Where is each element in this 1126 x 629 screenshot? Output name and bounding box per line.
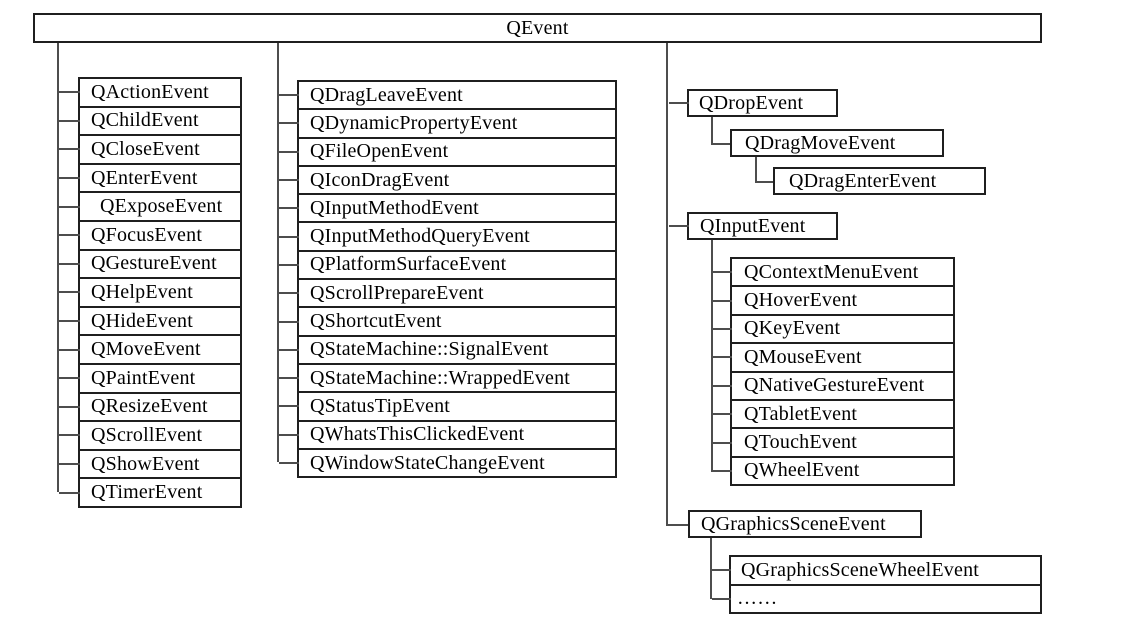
class-node: QWheelEvent <box>713 457 955 487</box>
class-node: QIconDragEvent <box>279 166 617 196</box>
node-qdragenterevent: QDragEnterEvent <box>773 167 986 195</box>
connector-trunk-left <box>57 43 59 492</box>
class-node: QMouseEvent <box>713 344 955 373</box>
qgraphicssceneevent-children-column: QGraphicsSceneWheelEvent …… <box>712 555 1042 614</box>
class-node: QGraphicsSceneWheelEvent <box>712 557 1042 586</box>
connector-trunk-middle <box>277 43 279 462</box>
connector-qgraphicsscene-children <box>710 537 712 599</box>
class-node: QMoveEvent <box>59 336 242 365</box>
class-node: QHelpEvent <box>59 279 242 308</box>
class-node: QTouchEvent <box>713 429 955 458</box>
class-node: QPaintEvent <box>59 364 242 394</box>
class-node: QScrollPrepareEvent <box>279 280 617 309</box>
class-node: QDragLeaveEvent <box>279 82 617 111</box>
class-node: QScrollEvent <box>59 422 242 451</box>
node-qdropevent: QDropEvent <box>669 89 838 117</box>
node-qdragmoveevent: QDragMoveEvent <box>730 129 944 157</box>
class-node: QInputMethodQueryEvent <box>279 223 617 252</box>
class-node: QCloseEvent <box>59 136 242 165</box>
class-node: QEnterEvent <box>59 164 242 194</box>
class-node: QStateMachine::WrappedEvent <box>279 364 617 394</box>
class-node-ellipsis: …… <box>712 585 1042 614</box>
class-node: QShortcutEvent <box>279 308 617 337</box>
class-node: QNativeGestureEvent <box>713 372 955 401</box>
class-node: QStatusTipEvent <box>279 393 617 422</box>
class-node: QResizeEvent <box>59 393 242 423</box>
class-node: QInputMethodEvent <box>279 195 617 224</box>
middle-class-column: QDragLeaveEvent QDynamicPropertyEvent QF… <box>279 80 617 479</box>
connector-qinputevent-children <box>711 238 713 472</box>
class-node: QDynamicPropertyEvent <box>279 110 617 139</box>
class-node: QTabletEvent <box>713 400 955 430</box>
class-node: QStateMachine::SignalEvent <box>279 336 617 365</box>
class-node: QContextMenuEvent <box>713 259 955 288</box>
class-node: QWindowStateChangeEvent <box>279 449 617 479</box>
class-node: QTimerEvent <box>59 479 242 508</box>
class-node: QHoverEvent <box>713 287 955 316</box>
node-qevent: QEvent <box>33 13 1042 43</box>
class-node: QWhatsThisClickedEvent <box>279 421 617 450</box>
connector-qdropevent-to-qdragmoveevent <box>711 115 730 145</box>
qinputevent-children-column: QContextMenuEvent QHoverEvent QKeyEvent … <box>713 257 955 487</box>
class-node: QChildEvent <box>59 107 242 137</box>
class-node: QFileOpenEvent <box>279 138 617 167</box>
class-node: QExposeEvent <box>59 193 242 222</box>
class-node: QHideEvent <box>59 307 242 337</box>
class-node: QGestureEvent <box>59 250 242 280</box>
connector-trunk-right <box>666 43 688 526</box>
class-node: QFocusEvent <box>59 221 242 251</box>
class-node: QPlatformSurfaceEvent <box>279 251 617 281</box>
class-node: QKeyEvent <box>713 315 955 345</box>
node-qinputevent: QInputEvent <box>669 212 838 240</box>
class-node: QActionEvent <box>59 79 242 108</box>
node-qgraphicssceneevent: QGraphicsSceneEvent <box>688 510 922 538</box>
connector-qdragmoveevent-to-qdragenterevent <box>755 155 773 183</box>
class-node: QShowEvent <box>59 450 242 480</box>
left-class-column: QActionEvent QChildEvent QCloseEvent QEn… <box>59 77 242 508</box>
